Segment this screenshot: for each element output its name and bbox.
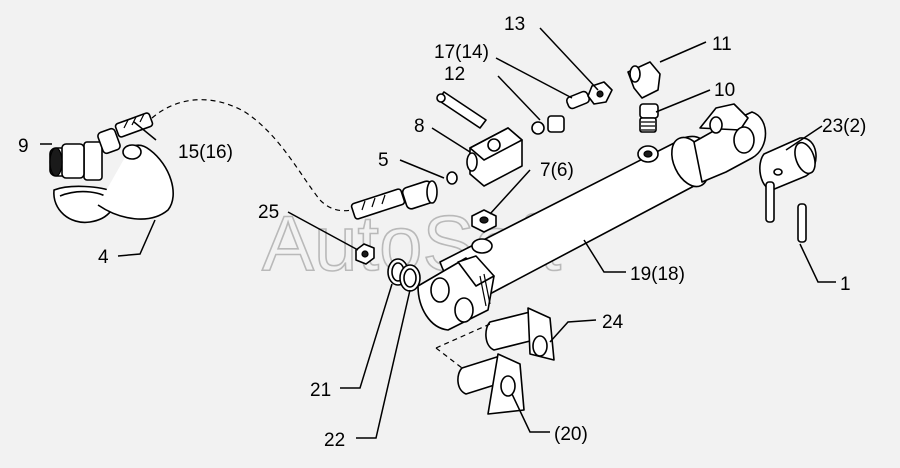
callout-17: 17(14): [434, 42, 489, 63]
hose-path: [151, 99, 353, 212]
callout-15: 15(16): [178, 142, 233, 163]
callout-12: 12: [444, 64, 465, 85]
hose-fitting: [350, 180, 438, 220]
hydraulic-cylinder: [417, 103, 767, 331]
callout-22: 22: [324, 430, 345, 451]
callout-25: 25: [258, 202, 279, 223]
callout-11: 11: [712, 34, 732, 55]
callout-20: (20): [554, 424, 588, 445]
callout-labels: 9 4 15(16) 5 7(6) 8 12 17(14) 13 11 10 2…: [18, 14, 866, 451]
leader-lines: [40, 27, 836, 439]
seal-washer: [446, 171, 458, 185]
callout-10: 10: [714, 80, 735, 101]
callout-5: 5: [378, 150, 389, 171]
callout-23: 23(2): [822, 116, 866, 137]
clevis-pin: [759, 137, 817, 243]
callout-9: 9: [18, 136, 29, 157]
callout-8: 8: [414, 116, 425, 137]
callout-4: 4: [98, 247, 109, 268]
callout-13: 13: [504, 14, 525, 35]
shutoff-valve: [436, 91, 523, 187]
callout-24: 24: [602, 312, 624, 333]
callout-21: 21: [310, 380, 331, 401]
callout-1: 1: [840, 274, 851, 295]
quick-coupler: [49, 112, 154, 181]
fitting-chain: [531, 61, 661, 135]
dust-cap: [53, 144, 174, 224]
callout-19: 19(18): [630, 264, 685, 285]
o-rings: [355, 243, 421, 292]
callout-7: 7(6): [540, 160, 574, 181]
